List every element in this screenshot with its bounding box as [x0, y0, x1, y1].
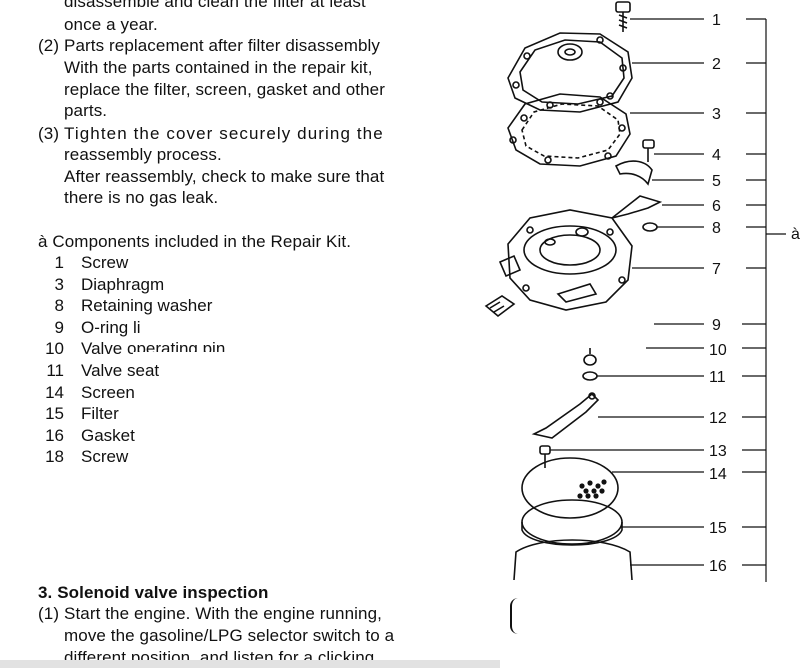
component-number: 14 [45, 382, 64, 402]
component-row: 8 Retaining washer [38, 295, 213, 317]
component-label: Screen [81, 382, 135, 402]
callout-number: 11 [709, 369, 726, 386]
part-clip-6 [611, 195, 663, 219]
part-cover-2 [507, 32, 633, 113]
component-label: Valve seat [81, 361, 160, 380]
part-body-7 [498, 209, 633, 311]
part-pin-10 [583, 348, 597, 366]
callout-number: 5 [712, 173, 721, 190]
screen-holes [577, 479, 607, 499]
component-number: 1 [54, 253, 64, 272]
leader-lines [550, 18, 786, 582]
callout-number: 4 [712, 147, 721, 164]
part-gasket-16 [513, 539, 633, 581]
part-screw-1 [615, 1, 631, 32]
callout-number: 6 [712, 198, 721, 215]
component-label: Screw [81, 447, 129, 467]
component-row: 9 O-ring li [38, 317, 141, 339]
item3-line1: Tighten the cover securely during the [64, 124, 384, 143]
callout-number: 3 [712, 106, 721, 123]
occlusion-band [444, 318, 654, 327]
component-label: Screw [81, 253, 129, 272]
item3-line3: After reassembly, check to make sure tha… [64, 167, 385, 186]
component-label: Retaining washer [81, 296, 213, 316]
s1-line1: Start the engine. With the engine runnin… [64, 604, 382, 623]
callout-number: 8 [712, 220, 721, 237]
component-number: 9 [54, 317, 64, 337]
callout-number: 15 [709, 520, 727, 537]
component-number: 10 [45, 339, 64, 359]
component-label: Diaphragm [81, 274, 165, 294]
component-number: 16 [45, 425, 64, 445]
gasket-edge-fragment [510, 598, 520, 634]
occlusion-panel [512, 588, 806, 668]
component-row: 15 Filter [38, 403, 119, 425]
item3-line4: there is no gas leak. [64, 188, 219, 207]
section-heading: 3. Solenoid valve inspection [38, 583, 269, 602]
part-fitting [484, 295, 516, 318]
component-row: 14 Screen [38, 382, 135, 404]
callout-number: 7 [712, 261, 721, 278]
callout-number: 2 [712, 56, 721, 73]
part-arm-12 [531, 392, 600, 439]
callout-number: 13 [709, 443, 727, 460]
component-number: 8 [54, 296, 64, 316]
component-row: 3 Diaphragm [38, 274, 165, 296]
repair-kit-heading: à Components included in the Repair Kit. [38, 232, 352, 251]
callout-number: 1 [712, 12, 721, 29]
part-seat-11 [582, 371, 598, 381]
component-number: 11 [46, 361, 64, 380]
part-screw-4 [642, 139, 655, 162]
part-filter-15 [521, 499, 623, 546]
item3-number: (3) [38, 124, 60, 143]
part-lever-5 [614, 160, 653, 186]
item2-line2: replace the filter, screen, gasket and o… [64, 80, 385, 99]
callout-number: 10 [709, 342, 727, 359]
item2-title: Parts replacement after filter disassemb… [64, 36, 380, 55]
component-number: 18 [45, 447, 64, 467]
s1-line2: move the gasoline/LPG selector switch to… [64, 626, 395, 645]
component-label: Filter [81, 404, 119, 424]
page-edge-strip [0, 660, 500, 668]
bracket-marker: à [791, 226, 800, 243]
component-row: 18 Screw [38, 446, 128, 468]
component-label: Gasket [81, 425, 135, 445]
part-screen-14 [521, 457, 619, 519]
part-washer-8 [642, 222, 658, 232]
item3-line2: reassembly process. [64, 145, 222, 164]
s1-number: (1) [38, 604, 60, 623]
component-number: 15 [45, 404, 64, 424]
text-line-once: once a year. [64, 15, 158, 34]
callout-number: 16 [709, 558, 727, 575]
part-diaphragm-3 [507, 93, 631, 167]
item2-line1: With the parts contained in the repair k… [64, 58, 373, 77]
callout-number: 9 [712, 317, 721, 334]
component-number: 3 [54, 274, 64, 294]
callout-number: 14 [709, 466, 727, 483]
component-label: O-ring li [81, 317, 141, 337]
text-line-top: disassemble and clean the filter at leas… [64, 0, 366, 11]
callout-number: 12 [709, 410, 727, 427]
item2-line3: parts. [64, 101, 108, 120]
component-row: 16 Gasket [38, 425, 135, 447]
item2-number: (2) [38, 36, 60, 55]
component-row: 11 Valve seat [38, 360, 159, 382]
component-row: 1 Screw [38, 252, 129, 274]
text-occlusion [133, 352, 253, 360]
